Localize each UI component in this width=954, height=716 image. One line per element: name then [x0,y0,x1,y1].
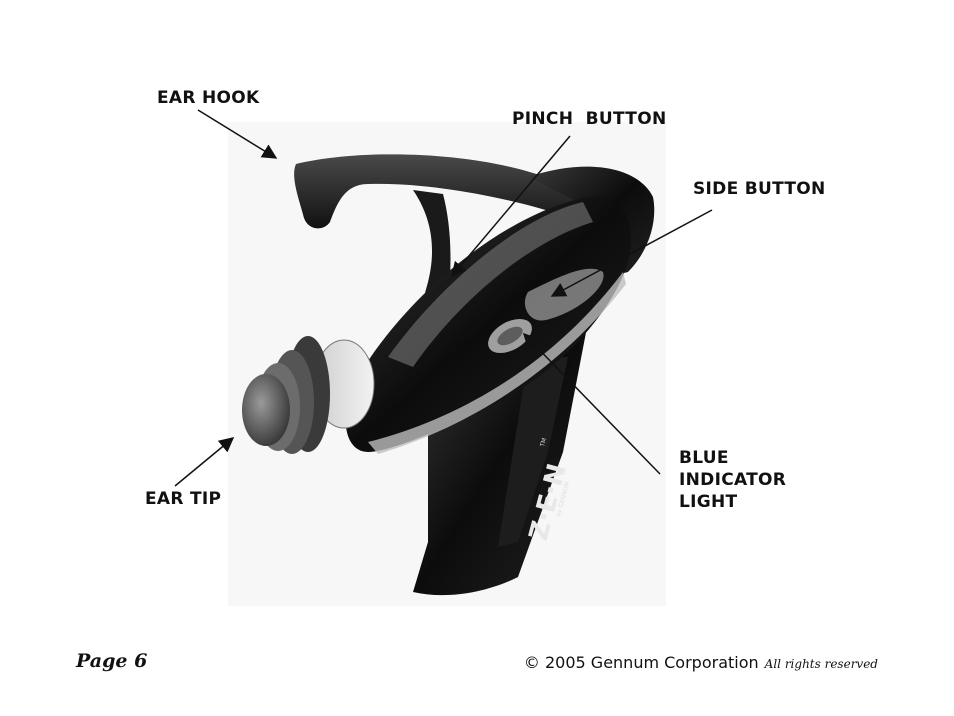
pinch-button-label: PINCH BUTTON [512,109,667,129]
ear-hook-label: EAR HOOK [157,88,260,108]
arrow-ear-hook [197,109,278,159]
blue-indicator-label-line-1: BLUE [679,448,729,468]
ear-tip-label: EAR TIP [145,489,222,509]
headset-illustration: Z·E·N TM by GENNUM [228,122,666,606]
main-body [345,196,632,452]
arrow-blue-indicator [522,332,661,475]
logo-panel [498,357,568,547]
blue-indicator-label-line-3: LIGHT [679,492,738,512]
arrow-ear-tip [174,437,235,487]
blue-indicator-label-line-2: INDICATOR [679,470,787,490]
page-number: Page 6 [76,650,148,672]
arrow-side-button [550,209,713,297]
copyright-text: © 2005 Gennum Corporation [523,653,759,672]
body-edge-highlight [368,272,626,454]
ear-tip [242,336,330,454]
side-button-label: SIDE BUTTON [693,179,826,199]
rights-text: All rights reserved [764,657,878,671]
copyright-notice: © 2005 Gennum Corporation All rights rese… [524,653,878,672]
pinch-button [388,202,593,367]
headset-photo: Z·E·N TM by GENNUM [228,122,666,606]
brand-tm: TM [539,437,548,448]
indicator-lens [497,326,523,346]
arrow-pinch-button [451,135,571,278]
ear-hook [294,154,578,229]
blue-indicator-light-label: BLUE INDICATOR LIGHT [679,447,786,513]
